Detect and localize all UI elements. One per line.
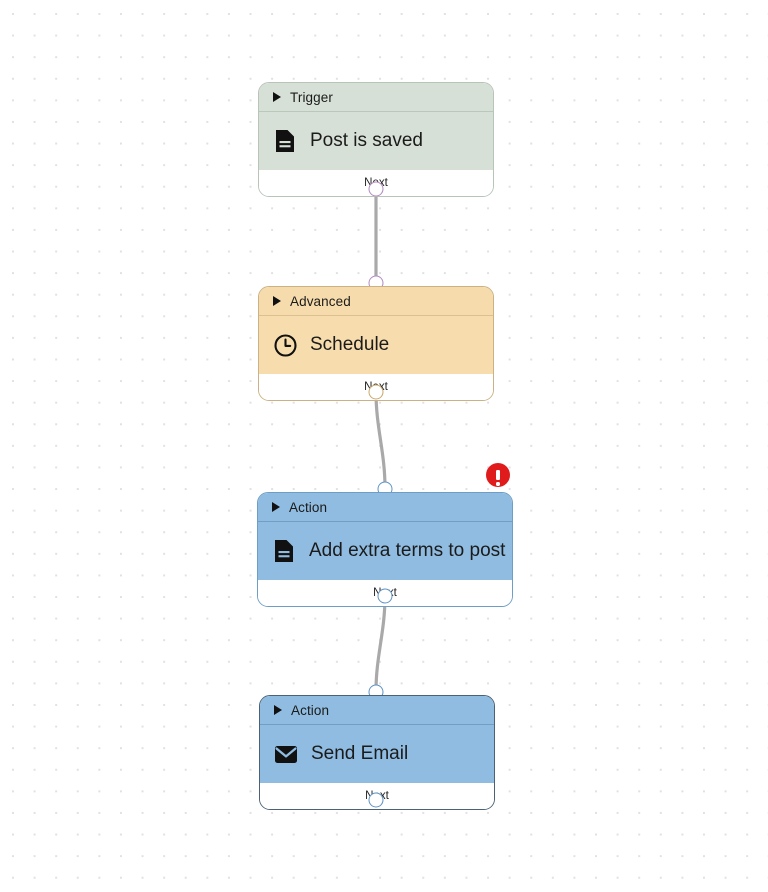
node-header-action[interactable]: Action <box>260 696 494 725</box>
node-header-trigger[interactable]: Trigger <box>259 83 493 112</box>
workflow-node-action-send-email[interactable]: Action Send Email Next <box>259 695 495 810</box>
node-kind-label: Action <box>291 702 330 718</box>
connector-action-terms-to-send-email <box>374 594 387 693</box>
workflow-node-action-add-extra-terms-to-post[interactable]: Action Add extra terms to post Next <box>257 492 513 607</box>
node-title: Post is saved <box>310 130 423 151</box>
exclamation-icon <box>496 470 501 486</box>
node-header-advanced[interactable]: Advanced <box>259 287 493 316</box>
disclosure-triangle-icon[interactable] <box>272 502 280 512</box>
disclosure-triangle-icon[interactable] <box>274 705 282 715</box>
node-kind-label: Action <box>289 499 328 515</box>
document-icon <box>272 539 296 563</box>
node-body-trigger[interactable]: Post is saved <box>259 112 493 170</box>
envelope-icon <box>274 742 298 766</box>
output-port-advanced-schedule[interactable] <box>368 384 384 400</box>
disclosure-triangle-icon[interactable] <box>273 92 281 102</box>
node-kind-label: Trigger <box>290 89 333 105</box>
clock-icon <box>273 333 297 357</box>
disclosure-triangle-icon[interactable] <box>273 296 281 306</box>
node-body-advanced[interactable]: Schedule <box>259 316 493 374</box>
node-title: Schedule <box>310 334 390 355</box>
workflow-node-trigger-post-is-saved[interactable]: Trigger Post is saved Next <box>258 82 494 197</box>
node-kind-label: Advanced <box>290 293 351 309</box>
node-title: Add extra terms to post <box>309 540 506 561</box>
node-body-action[interactable]: Send Email <box>260 725 494 783</box>
document-icon <box>273 129 297 153</box>
node-title: Send Email <box>311 743 409 764</box>
output-port-action-send-email[interactable] <box>368 792 384 808</box>
connector-advanced-to-action-terms <box>374 390 387 490</box>
node-header-action[interactable]: Action <box>258 493 512 522</box>
node-body-action[interactable]: Add extra terms to post <box>258 522 512 580</box>
error-badge-action-add-extra-terms[interactable] <box>486 463 510 487</box>
output-port-trigger-post-is-saved[interactable] <box>368 181 384 197</box>
output-port-action-add-extra-terms[interactable] <box>377 588 393 604</box>
